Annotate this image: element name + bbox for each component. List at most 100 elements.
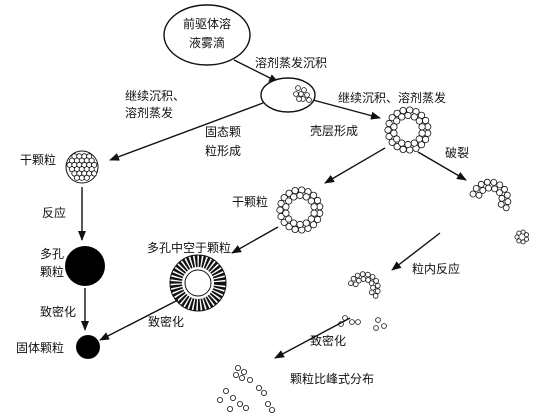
bead — [514, 234, 520, 240]
precursor-droplet-node — [163, 4, 251, 66]
small-fragment — [514, 229, 530, 245]
deposited-solute-cluster — [293, 85, 312, 103]
bead — [88, 166, 95, 173]
bead — [369, 274, 376, 280]
bead — [234, 364, 241, 371]
densification-left-label: 致密化 — [40, 304, 76, 319]
bead — [516, 230, 522, 236]
bimodal-particles — [216, 364, 275, 413]
bead — [524, 232, 530, 238]
dry-particle-mid-label: 干颗粒 — [232, 194, 268, 209]
ruptured-particle — [469, 178, 512, 212]
bead — [504, 198, 512, 206]
bead — [232, 371, 239, 378]
solvent-evaporation-deposition-label: 溶剂蒸发沉积 — [255, 55, 327, 70]
continue-deposition-right-label-full: 继续沉积、溶剂蒸发 — [338, 90, 446, 105]
precursor-droplet-label-2: 液雾滴 — [189, 35, 225, 50]
bead — [479, 186, 487, 194]
porous-particle-label-1: 多孔 — [40, 247, 64, 261]
bead — [282, 209, 290, 217]
bead — [410, 113, 418, 121]
bead — [393, 117, 401, 125]
bead — [365, 271, 371, 278]
dense-dry-particle — [66, 153, 98, 181]
bead — [520, 229, 526, 235]
bead — [350, 275, 357, 282]
intraparticle-reaction-label: 粒内反应 — [412, 261, 460, 276]
bead — [359, 271, 366, 277]
bead — [313, 196, 322, 205]
bead — [485, 184, 492, 192]
arrow-dry-mid-to-porous-hollow — [231, 226, 279, 254]
bead — [242, 404, 249, 411]
solid-particle-formation-label-1: 固态颗 — [205, 125, 241, 139]
bead — [404, 111, 412, 120]
bead — [475, 191, 483, 199]
bead — [393, 135, 401, 143]
bead — [290, 193, 298, 201]
bead — [83, 174, 90, 181]
shell-particle — [384, 106, 432, 154]
porous-particle-node — [65, 246, 105, 286]
porous-hollow-ring — [170, 255, 226, 311]
bead — [516, 238, 522, 244]
bead — [355, 319, 361, 325]
bead — [399, 145, 407, 153]
bead — [301, 87, 307, 93]
continue-deposition-left-label-2: 溶剂蒸发 — [125, 105, 173, 120]
bead — [381, 323, 387, 329]
bead — [503, 191, 511, 199]
bead — [496, 189, 503, 197]
bead — [490, 178, 498, 186]
dry-hollow-particle — [276, 186, 324, 234]
bead — [285, 215, 293, 223]
solid-particle-label: 固体颗粒 — [16, 340, 64, 355]
bead — [296, 191, 304, 200]
bead — [91, 161, 98, 168]
bead — [291, 225, 299, 233]
solid-particle-formation-label-2: 粒形成 — [205, 143, 241, 158]
bead — [73, 174, 80, 181]
rupture-label: 破裂 — [445, 145, 469, 160]
bead — [78, 174, 85, 181]
bead — [268, 406, 275, 413]
bead — [293, 91, 299, 97]
bead — [304, 92, 310, 98]
bead — [368, 289, 375, 296]
bead — [421, 116, 430, 125]
bead — [501, 185, 508, 193]
bead — [276, 206, 284, 214]
evaporating-droplet-node — [260, 77, 316, 113]
continue-deposition-left-label-1: 继续沉积、 — [125, 89, 185, 103]
bead — [415, 135, 423, 143]
bead — [302, 219, 310, 227]
densification-mid-label: 致密化 — [148, 314, 184, 329]
bead — [347, 280, 354, 287]
bead — [360, 276, 367, 282]
bead — [352, 281, 359, 288]
bead — [306, 97, 312, 103]
dry-particle-left-label: 干颗粒 — [20, 152, 56, 167]
bead — [373, 325, 379, 331]
bead — [91, 170, 98, 177]
bead — [240, 368, 247, 375]
arrow-droplet-to-evaporation — [233, 59, 279, 83]
arrow-evaporation-to-dry-left — [109, 102, 264, 161]
bead — [415, 117, 423, 125]
bead — [365, 277, 371, 283]
bead — [291, 187, 299, 195]
bead — [398, 113, 406, 121]
bead — [302, 193, 310, 201]
bead — [354, 272, 361, 279]
arrow-shell-to-rupture — [417, 151, 467, 181]
bead — [390, 123, 398, 131]
bead — [368, 280, 375, 287]
bead — [285, 223, 293, 231]
bead — [310, 209, 318, 217]
bead — [285, 197, 293, 205]
arrow-porous-hollow-to-solid — [99, 299, 179, 341]
arrow-fragments-to-distribution — [274, 317, 351, 359]
bimodal-distribution-label: 颗粒比峰式分布 — [290, 371, 374, 386]
bead — [282, 203, 290, 211]
